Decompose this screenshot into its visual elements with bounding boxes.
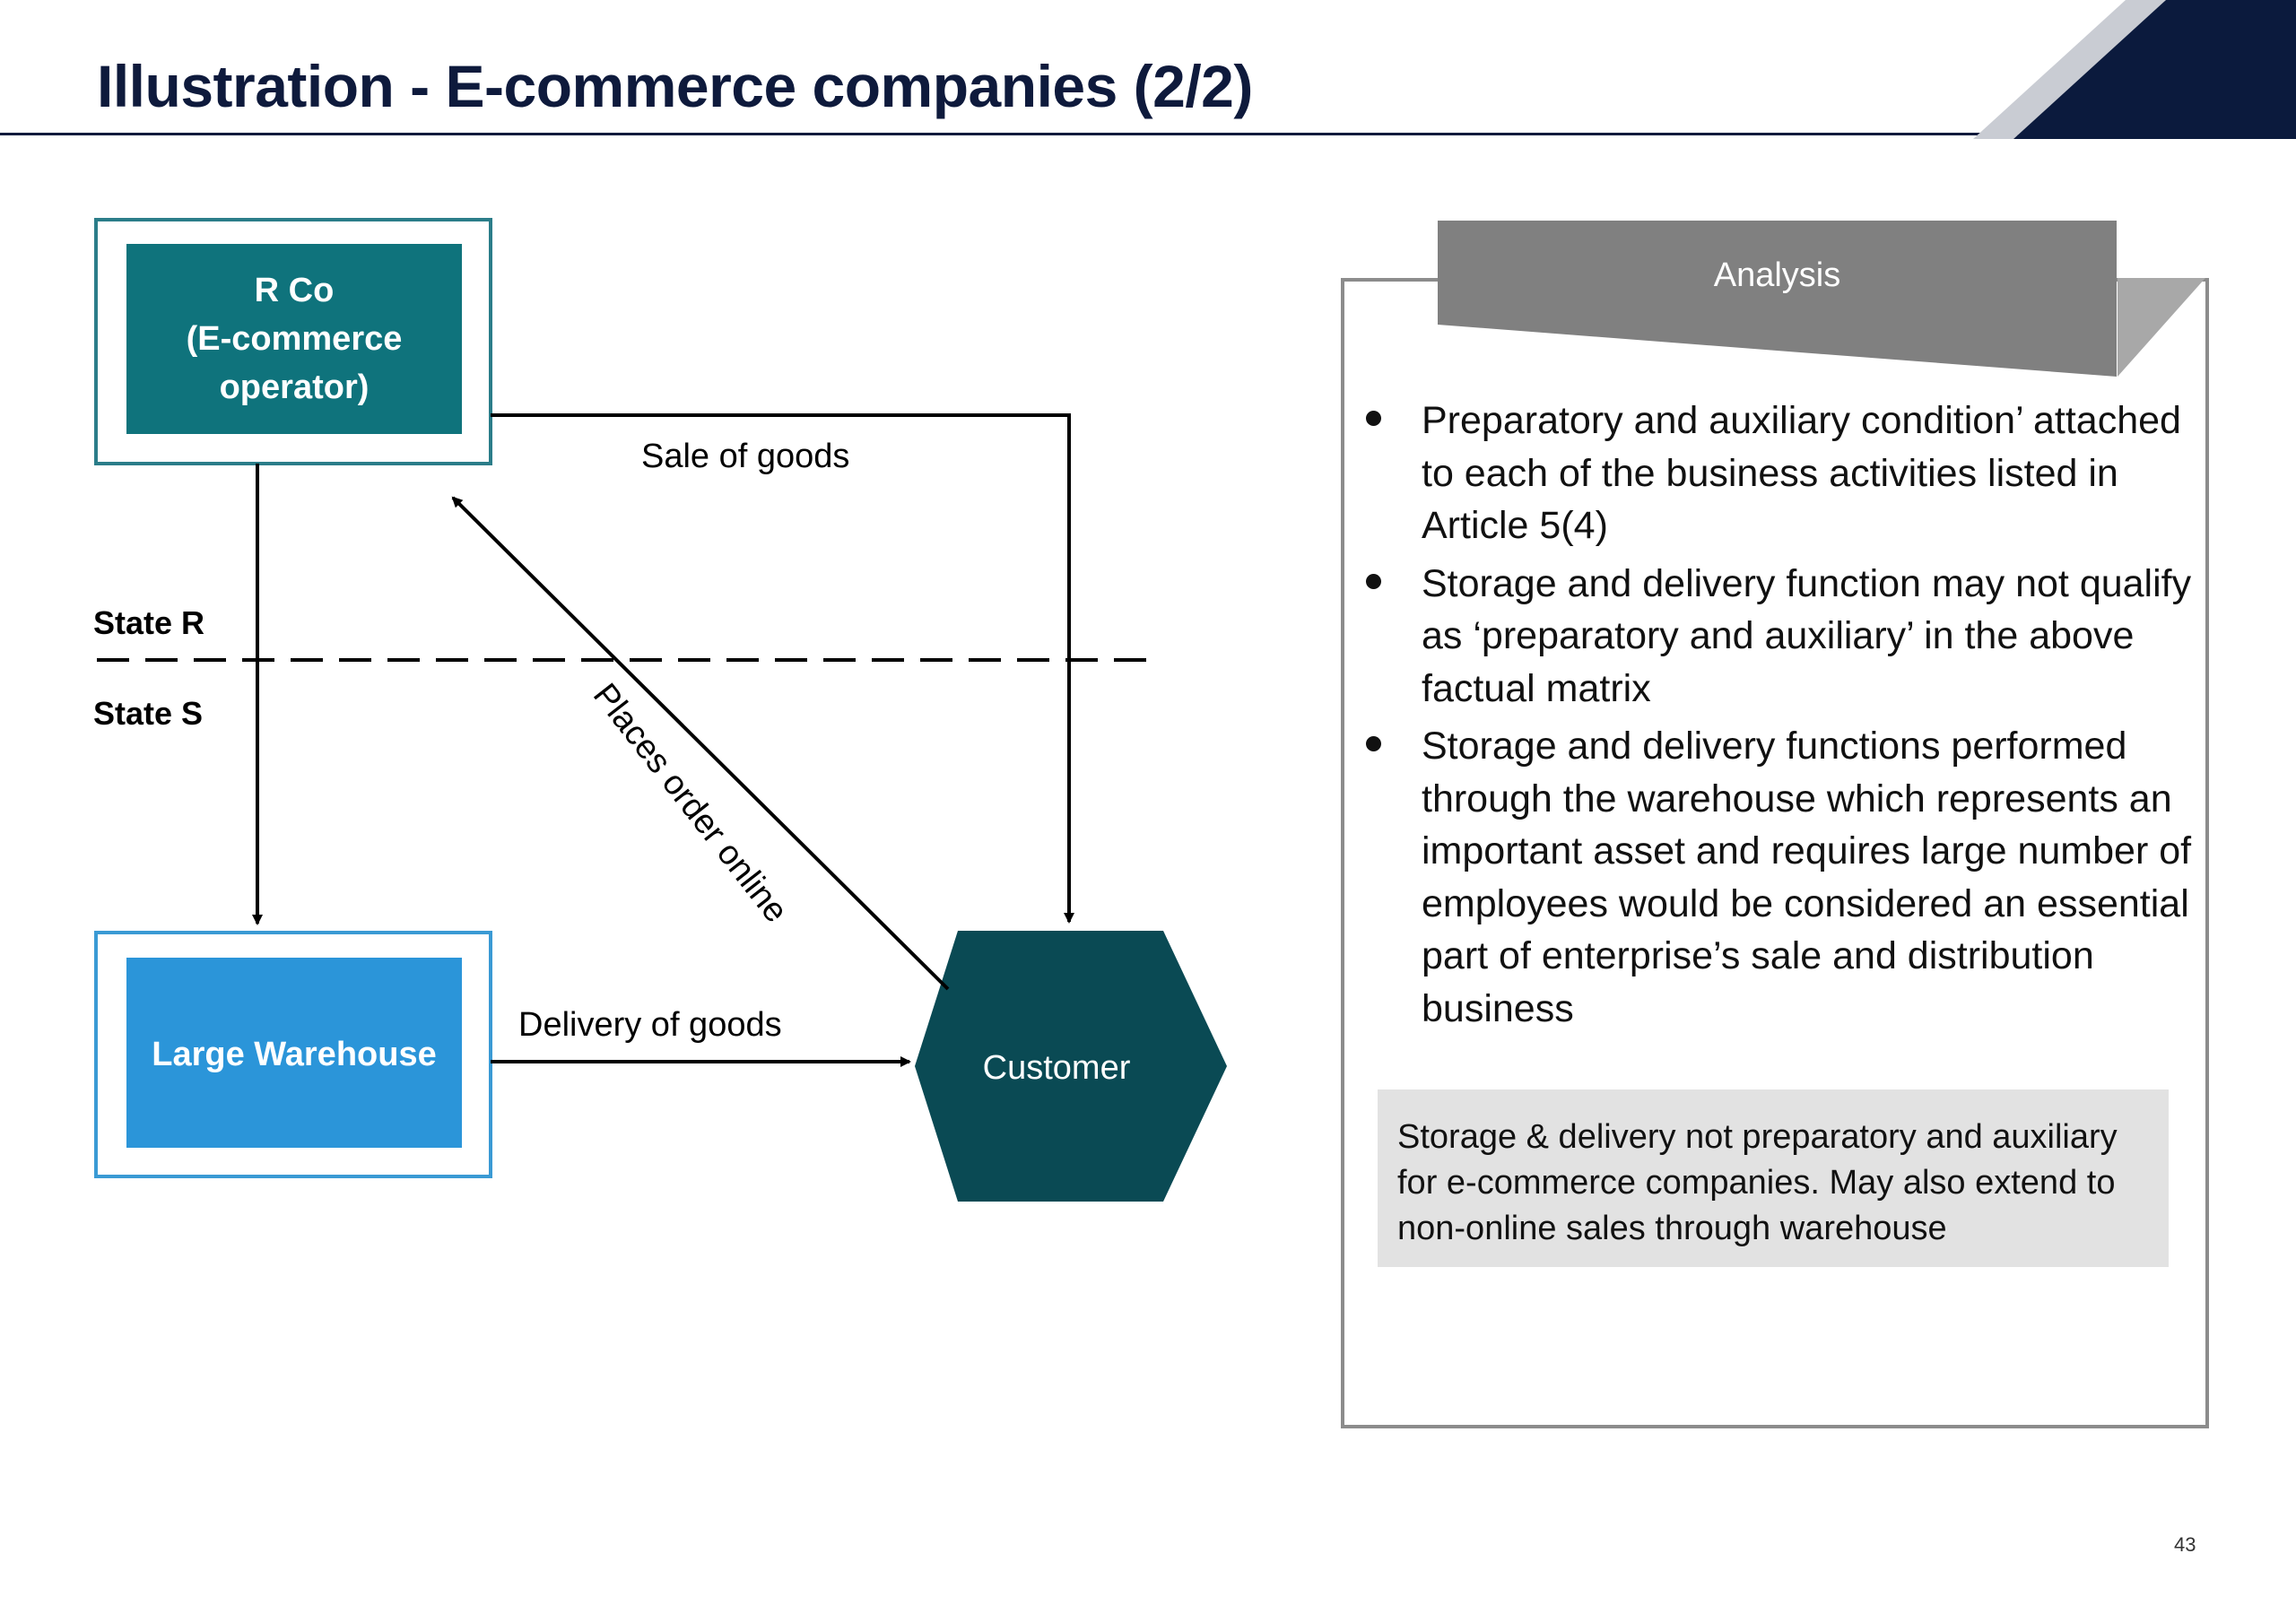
conclusion-text: Storage & delivery not preparatory and a… [1397,1118,2118,1247]
order-label: Places order online [586,677,795,930]
analysis-tab-label: Analysis [1713,256,1841,294]
analysis-bullet-text: Storage and delivery function may not qu… [1422,561,2192,710]
customer-label: Customer [983,1049,1131,1087]
analysis-bullet-1: Preparatory and auxiliary condition’ att… [1350,395,2202,552]
order-arrow [451,496,950,991]
conclusion-box: Storage & delivery not preparatory and a… [1378,1089,2169,1267]
rco-label-line-1: R Co [255,272,335,309]
bullet-dot-icon [1366,573,1381,589]
title-underline [0,133,2018,135]
analysis-bullet-text: Preparatory and auxiliary condition’ att… [1422,399,2181,547]
rco-inner-box [126,244,462,434]
warehouse-node: Large Warehouse [94,931,492,1178]
delivery-label: Delivery of goods [518,1006,782,1044]
customer-hexagon-shape [915,931,1227,1202]
sale-label: Sale of goods [641,438,849,475]
analysis-bullet-3: Storage and delivery functions performed… [1350,720,2202,1035]
bullet-dot-icon [1366,736,1381,751]
page-number: 43 [2174,1533,2196,1556]
state-s-label: State S [93,695,203,732]
rco-label-line-2: (E-commerce [187,320,403,358]
analysis-bullet-2: Storage and delivery function may not qu… [1350,558,2202,716]
customer-node: Customer [915,931,1227,1202]
warehouse-inner-box [126,958,462,1148]
bullet-dot-icon [1366,411,1381,426]
sale-arrow [491,413,1074,924]
analysis-bullet-text: Storage and delivery functions performed… [1422,725,2192,1030]
corner-decoration [1973,0,2296,139]
rco-label-line-3: operator) [220,369,370,406]
warehouse-label: Large Warehouse [152,1036,436,1073]
rco-node: R Co (E-commerce operator) [94,218,492,465]
analysis-bullet-list: Preparatory and auxiliary condition’ att… [1350,395,2202,1040]
analysis-tab-banner [1438,221,2205,377]
slide-title: Illustration - E-commerce companies (2/2… [97,53,1253,119]
flow-diagram: R Co (E-commerce operator) Large Warehou… [93,218,1227,1202]
state-r-label: State R [93,604,204,641]
